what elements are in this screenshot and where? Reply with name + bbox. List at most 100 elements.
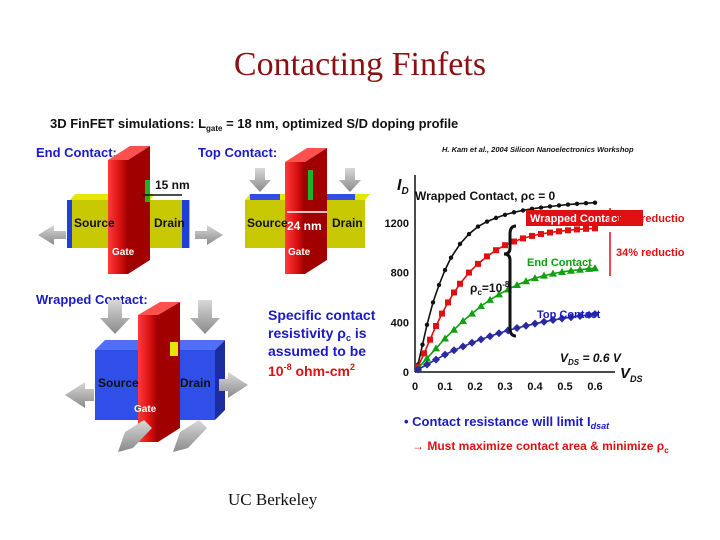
top-contact-device: Source Drain Gate 24 nm (245, 148, 370, 274)
data-point (451, 289, 457, 296)
reduction-end-label: 34% reduction (616, 247, 685, 259)
series-2 (414, 264, 599, 372)
data-point (493, 215, 499, 221)
data-point (423, 360, 431, 369)
data-point (502, 242, 508, 249)
end-source-label: Source (74, 216, 115, 230)
y-tick-label: 400 (391, 317, 409, 329)
data-point (457, 241, 463, 247)
data-point (441, 350, 449, 359)
data-point (493, 247, 499, 254)
data-point (576, 265, 584, 273)
data-point (448, 255, 454, 260)
data-point (511, 238, 517, 245)
series-0 (415, 200, 598, 367)
data-point (520, 208, 526, 213)
data-point (567, 313, 575, 322)
data-point (433, 323, 439, 330)
data-point (520, 235, 526, 242)
top-drain-label: Drain (332, 216, 363, 230)
data-point (513, 324, 521, 333)
data-point (459, 342, 467, 351)
data-point (495, 329, 503, 338)
arrow-right-icon (219, 372, 248, 398)
note-line-1: Specific contact (268, 307, 376, 323)
data-point (540, 317, 548, 326)
top-dim-label: 24 nm (287, 219, 322, 233)
wrapped-source-label: Source (98, 376, 139, 390)
citation: H. Kam et al., 2004 Silicon Nanoelectron… (442, 145, 634, 154)
y-tick-label: 1200 (385, 218, 409, 230)
arrow-left-icon (65, 382, 94, 408)
data-point (556, 203, 562, 208)
x-tick-label: 0.1 (437, 381, 452, 393)
data-point (531, 274, 539, 282)
data-point (424, 322, 430, 327)
data-point (432, 344, 440, 352)
data-point (565, 227, 571, 234)
data-point (585, 310, 593, 319)
reduction-top-label: 16% reduction (616, 213, 685, 225)
data-point (529, 232, 535, 239)
data-point (529, 206, 535, 212)
data-point (513, 281, 521, 288)
finfet-figure: 3D FinFET simulations: Lgate = 18 nm, op… (30, 110, 685, 455)
end-contact-device: Source Drain Gate 15 nm (38, 146, 223, 274)
data-point (574, 226, 580, 233)
data-point (583, 201, 589, 206)
rho-annotation: ρc=10-8 (470, 280, 510, 297)
data-point (502, 212, 508, 217)
data-point (475, 224, 481, 229)
end-gate-label: Gate (112, 247, 135, 258)
data-point (420, 342, 425, 347)
data-point (432, 355, 440, 364)
legend-wrapped-box (526, 210, 643, 226)
legend-end: End Contact (527, 257, 592, 269)
x-tick-label: 0.5 (557, 381, 572, 393)
data-point (556, 228, 562, 235)
data-point (468, 338, 476, 347)
x-tick-label: 0.3 (497, 381, 512, 393)
data-point (583, 225, 589, 232)
series-3 (414, 310, 599, 374)
data-point (558, 314, 566, 323)
data-point (558, 267, 566, 275)
data-point (466, 269, 472, 276)
data-point (441, 334, 449, 342)
data-point (430, 300, 436, 305)
x-tick-label: 0.6 (587, 381, 602, 393)
x-tick-label: 0.2 (467, 381, 482, 393)
data-point (547, 229, 553, 236)
end-dim-label: 15 nm (155, 178, 190, 192)
data-point (466, 231, 472, 237)
data-point (468, 309, 476, 317)
data-point (538, 205, 544, 210)
data-point (574, 201, 580, 207)
data-point (565, 202, 571, 207)
arrow-down-icon (190, 300, 220, 334)
note-line-4: 10-8 ohm-cm2 (268, 362, 355, 379)
top-contact-label: Top Contact: (198, 145, 277, 160)
data-point (538, 231, 544, 238)
resistivity-note: Specific contact resistivity ρc is assum… (268, 307, 376, 379)
data-point (547, 204, 553, 209)
data-point (592, 225, 598, 232)
data-point (423, 354, 431, 362)
data-point (436, 282, 442, 288)
left-panel: 3D FinFET simulations: Lgate = 18 nm, op… (30, 110, 458, 455)
data-point (495, 290, 503, 298)
data-point (445, 299, 451, 306)
data-point (522, 321, 530, 330)
arrow-up-icon (173, 420, 207, 452)
wrapped-drain-label: Drain (180, 376, 211, 390)
note-line-3: assumed to be (268, 343, 366, 359)
x-tick-label: 0 (412, 381, 418, 393)
data-point (576, 311, 584, 320)
sub-bullet-maximize: → Must maximize contact area & minimize … (412, 439, 669, 455)
data-point (477, 335, 485, 344)
arrow-down-icon (100, 300, 130, 334)
data-point (477, 302, 485, 310)
series-line (417, 227, 596, 368)
data-point (591, 264, 599, 272)
